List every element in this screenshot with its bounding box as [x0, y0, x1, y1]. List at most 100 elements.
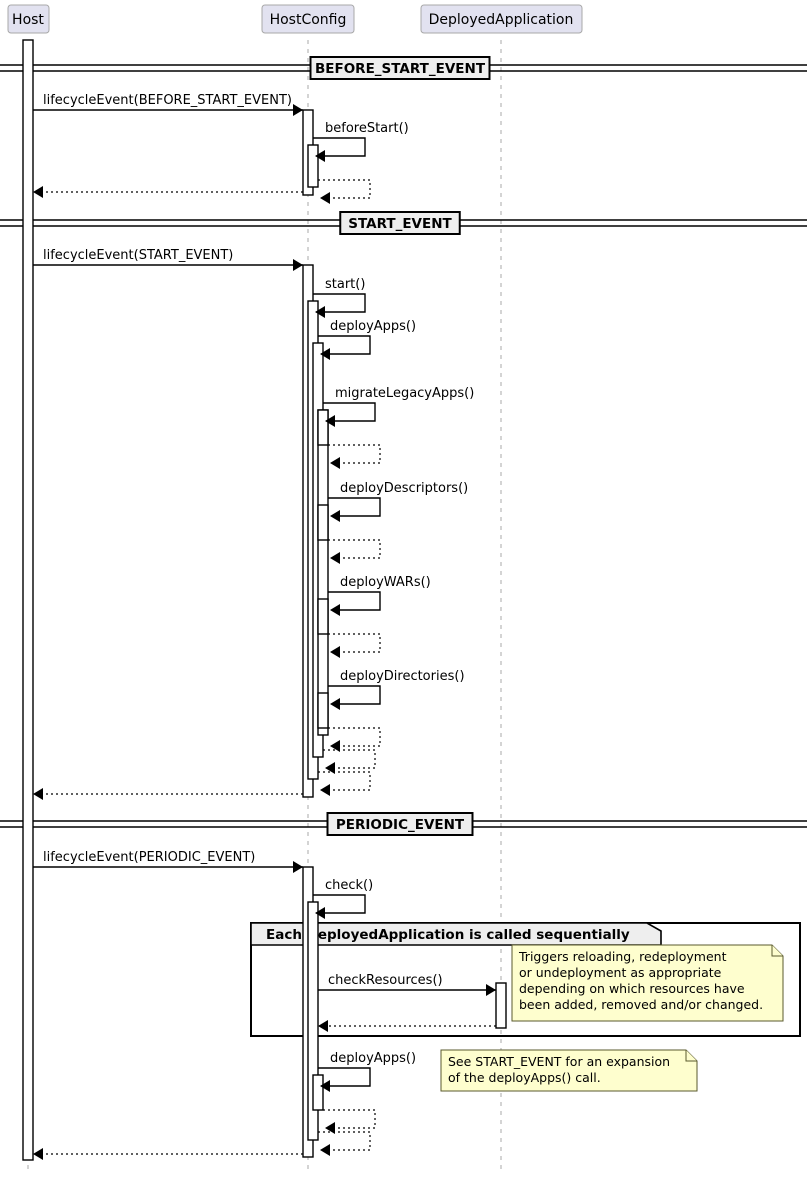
- message-m24: [323, 1109, 376, 1134]
- message-label: beforeStart(): [325, 121, 409, 136]
- arrowhead: [325, 1122, 335, 1134]
- message-label: migrateLegacyApps(): [335, 386, 474, 401]
- message-m14: deployDirectories(): [328, 669, 465, 710]
- message-m8: migrateLegacyApps(): [323, 386, 474, 427]
- arrowhead: [330, 510, 340, 522]
- participants-layer: Host HostConfig DeployedApplication: [7, 4, 583, 34]
- message-m19: lifecycleEvent(PERIODIC_EVENT): [33, 850, 303, 873]
- divider-box: [326, 812, 474, 836]
- activation-bar-hc-act-mla: [317, 409, 329, 446]
- divider-start: START_EVENT: [0, 211, 807, 235]
- arrowhead: [293, 259, 303, 271]
- message-m9: [328, 444, 381, 469]
- self-message-path: [328, 727, 381, 747]
- arrowhead: [325, 415, 335, 427]
- self-message-path: [328, 497, 381, 517]
- participant-box[interactable]: [7, 4, 50, 34]
- message-label: deployDirectories(): [340, 669, 465, 684]
- message-label: deployWARs(): [340, 575, 431, 590]
- activation-bar-hc-act-ddir: [317, 692, 329, 729]
- arrowhead: [320, 1144, 330, 1156]
- message-m17: [318, 771, 371, 796]
- arrowhead: [330, 740, 340, 752]
- self-message-path: [328, 539, 381, 559]
- groups-layer: Each DeployedApplication is called seque…: [250, 922, 801, 1037]
- activations-layer: [22, 39, 507, 1161]
- activation-bar-hc-act-3b: [307, 901, 319, 1141]
- participant-hostconfig[interactable]: HostConfig: [261, 4, 355, 34]
- message-m15: [328, 727, 381, 752]
- arrowhead: [330, 698, 340, 710]
- message-m22: [318, 1020, 496, 1032]
- arrowhead: [330, 646, 340, 658]
- message-label: lifecycleEvent(PERIODIC_EVENT): [43, 850, 255, 865]
- participant-deployedapplication[interactable]: DeployedApplication: [420, 4, 583, 34]
- note-fold-corner: [771, 945, 783, 957]
- message-label: deployApps(): [330, 319, 416, 334]
- message-m11: [328, 539, 381, 564]
- arrowhead: [330, 552, 340, 564]
- self-message-path: [323, 749, 376, 769]
- arrowhead: [33, 1148, 43, 1160]
- message-m7: deployApps(): [318, 319, 416, 360]
- divider-periodic: PERIODIC_EVENT: [0, 812, 807, 836]
- arrowhead: [320, 1080, 330, 1092]
- group-header: [250, 922, 662, 946]
- note-line: Triggers reloading, redeployment: [518, 949, 727, 964]
- note-line: or undeployment as appropriate: [519, 965, 722, 980]
- arrowhead: [33, 788, 43, 800]
- arrowhead: [293, 861, 303, 873]
- activation-bar-hc-act-dw: [317, 598, 329, 635]
- arrowhead: [330, 604, 340, 616]
- divider-box: [339, 211, 461, 235]
- arrowhead: [320, 348, 330, 360]
- message-label: lifecycleEvent(START_EVENT): [43, 248, 233, 263]
- messages-layer: lifecycleEvent(BEFORE_START_EVENT)before…: [33, 93, 496, 1160]
- message-m3: [318, 179, 371, 204]
- participant-label: HostConfig: [270, 12, 347, 28]
- self-message-path: [318, 1131, 371, 1151]
- self-message-path: [328, 685, 381, 705]
- divider-label: START_EVENT: [348, 216, 452, 232]
- arrowhead: [315, 150, 325, 162]
- self-message-path: [328, 591, 381, 611]
- arrowhead: [315, 306, 325, 318]
- self-message-path: [318, 1067, 371, 1087]
- arrowhead: [33, 186, 43, 198]
- participant-box[interactable]: [261, 4, 355, 34]
- note-line: See START_EVENT for an expansion: [448, 1054, 670, 1069]
- participant-label: Host: [12, 12, 44, 28]
- divider-label: PERIODIC_EVENT: [336, 817, 465, 833]
- self-message-path: [328, 633, 381, 653]
- arrowhead: [330, 457, 340, 469]
- arrowhead: [318, 1020, 328, 1032]
- message-m23: deployApps(): [318, 1051, 416, 1092]
- arrowhead: [293, 104, 303, 116]
- note-line: depending on which resources have: [519, 981, 745, 996]
- self-message-path: [323, 1109, 376, 1129]
- self-message-path: [318, 335, 371, 355]
- self-message-path: [323, 402, 376, 422]
- activation-bar-hc-act-1b: [307, 144, 319, 188]
- message-m5: lifecycleEvent(START_EVENT): [33, 248, 303, 271]
- note-body: [440, 1049, 698, 1092]
- arrowhead: [325, 762, 335, 774]
- message-m2: beforeStart(): [313, 121, 409, 162]
- message-label: checkResources(): [328, 973, 443, 988]
- participant-box[interactable]: [420, 4, 583, 34]
- message-m10: deployDescriptors(): [328, 481, 468, 522]
- note-fold-corner: [685, 1050, 697, 1062]
- arrowhead: [315, 907, 325, 919]
- dividers-layer: BEFORE_START_EVENT START_EVENT PERIODIC_EV…: [0, 56, 807, 836]
- self-message-path: [313, 894, 366, 914]
- message-m20: check(): [313, 878, 373, 919]
- message-m16: [323, 749, 376, 774]
- participant-host[interactable]: Host: [7, 4, 50, 34]
- note-line: been added, removed and/or changed.: [519, 997, 763, 1012]
- arrowhead: [320, 192, 330, 204]
- divider-label: BEFORE_START_EVENT: [315, 61, 486, 77]
- self-message-path: [313, 293, 366, 313]
